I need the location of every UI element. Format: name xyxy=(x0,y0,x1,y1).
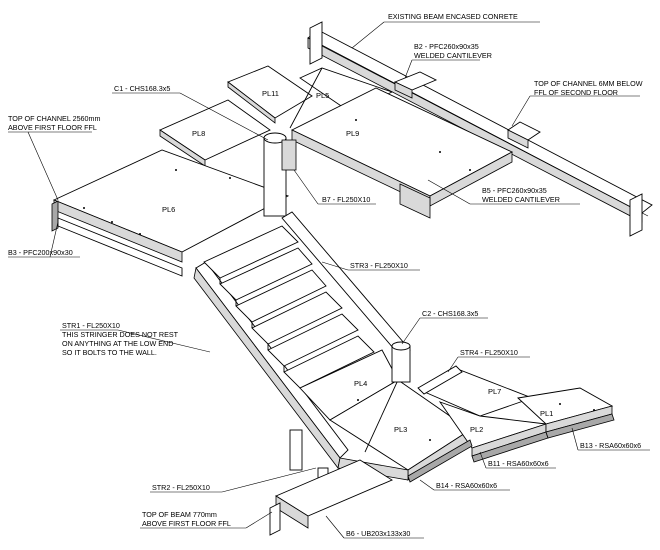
label-str1-line2: THIS STRINGER DOES NOT REST xyxy=(62,330,179,339)
label-c1: C1 - CHS168.3x5 xyxy=(114,84,170,93)
plate-label-pl2: PL2 xyxy=(470,425,483,434)
b2-cantilever xyxy=(393,71,438,99)
label-b2-line1: B2 - PFC260x90x35 xyxy=(414,42,479,51)
label-str1-line3: ON ANYTHING AT THE LOW END xyxy=(62,339,173,348)
label-b5-line2: WELDED CANTILEVER xyxy=(482,195,560,204)
column-c1 xyxy=(263,132,297,217)
main-stair-flight xyxy=(193,211,411,469)
label-top-channel-left-1: TOP OF CHANNEL 2560mm xyxy=(8,114,101,123)
label-c2: C2 - CHS168.3x5 xyxy=(422,309,478,318)
upper-landing-pl11 xyxy=(227,65,313,124)
label-top-channel-left-2: ABOVE FIRST FLOOR FFL xyxy=(8,123,97,132)
plate-label-pl11: PL11 xyxy=(262,89,279,98)
existing-beam xyxy=(307,21,653,237)
plate-label-pl5: PL5 xyxy=(316,91,329,100)
label-str1-line1: STR1 - FL250X10 xyxy=(62,321,120,330)
label-b6: B6 - UB203x133x30 xyxy=(346,529,410,538)
label-top-beam-1: TOP OF BEAM 770mm xyxy=(142,510,217,519)
label-str3: STR3 - FL250X10 xyxy=(350,261,408,270)
label-existing-beam: EXISTING BEAM ENCASED CONRETE xyxy=(388,12,518,21)
plate-label-pl6: PL6 xyxy=(162,205,175,214)
label-top-channel-right-1: TOP OF CHANNEL 6MM BELOW xyxy=(534,79,643,88)
label-b14: B14 - RSA60x60x6 xyxy=(436,481,497,490)
plate-label-pl4: PL4 xyxy=(354,379,367,388)
label-b11: B11 - RSA60x60x6 xyxy=(488,459,549,468)
label-b3: B3 - PFC200x90x30 xyxy=(8,248,73,257)
label-str1-line4: SO IT BOLTS TO THE WALL. xyxy=(62,348,157,357)
platform-pl6 xyxy=(51,149,290,277)
stringer-str4 xyxy=(417,365,463,395)
label-b13: B13 - RSA60x60x6 xyxy=(580,441,641,450)
platform-pl9 xyxy=(290,87,514,219)
bolt-holes xyxy=(83,119,595,441)
plate-label-pl8: PL8 xyxy=(192,129,205,138)
label-str2: STR2 - FL250X10 xyxy=(152,483,210,492)
plate-label-pl7: PL7 xyxy=(488,387,501,396)
label-b5-line1: B5 - PFC260x90x35 xyxy=(482,186,547,195)
label-top-channel-right-2: FFL OF SECOND FLOOR xyxy=(534,88,618,97)
label-top-beam-2: ABOVE FIRST FLOOR FFL xyxy=(142,519,231,528)
beam-b6 xyxy=(269,459,393,536)
b5-cantilever xyxy=(507,121,541,149)
label-str4: STR4 - FL250X10 xyxy=(460,348,518,357)
plate-label-pl3: PL3 xyxy=(394,425,407,434)
column-c2 xyxy=(391,341,411,383)
plate-label-pl1: PL1 xyxy=(540,409,553,418)
label-b7: B7 - FL250X10 xyxy=(322,195,370,204)
label-b2-line2: WELDED CANTILEVER xyxy=(414,51,492,60)
plate-label-pl9: PL9 xyxy=(346,129,359,138)
leader-lines xyxy=(8,21,650,539)
rsa-angles xyxy=(407,413,615,483)
